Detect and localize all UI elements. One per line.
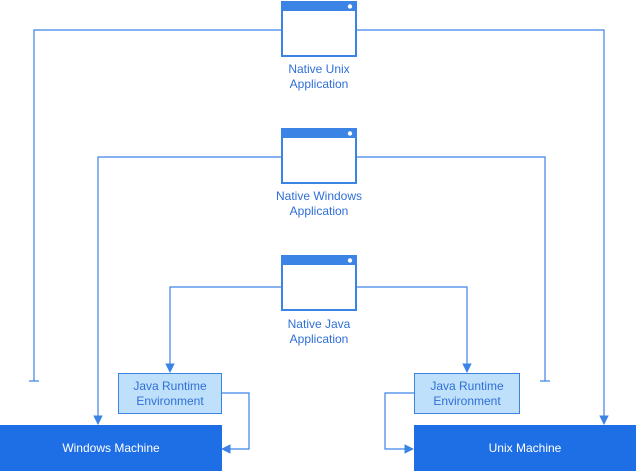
native-java-app-label: Native Java Application	[287, 317, 351, 346]
connector-windows-app-to-windows-machine	[93, 156, 282, 425]
windows-machine-label: Windows Machine	[62, 441, 160, 455]
connector-left-jre-to-windows-machine	[221, 392, 250, 454]
connector-unix-app-to-unix-machine	[356, 29, 609, 425]
window-icon	[281, 255, 357, 311]
window-icon	[281, 128, 357, 184]
connector-unix-app-to-windows-machine	[33, 29, 282, 381]
native-unix-app-label: Native Unix Application	[288, 62, 350, 91]
connector-java-app-to-right-jre	[356, 286, 472, 373]
connector-java-app-to-left-jre	[165, 286, 282, 373]
unix-machine-label: Unix Machine	[488, 441, 562, 455]
connector-right-jre-to-unix-machine	[384, 392, 414, 454]
right-jre-box: Java Runtime Environment	[414, 373, 520, 414]
left-jre-box: Java Runtime Environment	[118, 373, 222, 414]
windows-machine-box: Windows Machine	[0, 425, 222, 471]
window-icon	[281, 1, 357, 57]
unix-machine-box: Unix Machine	[414, 425, 636, 471]
connector-windows-app-to-unix-machine	[356, 156, 546, 381]
native-windows-app-label: Native Windows Application	[275, 189, 363, 218]
